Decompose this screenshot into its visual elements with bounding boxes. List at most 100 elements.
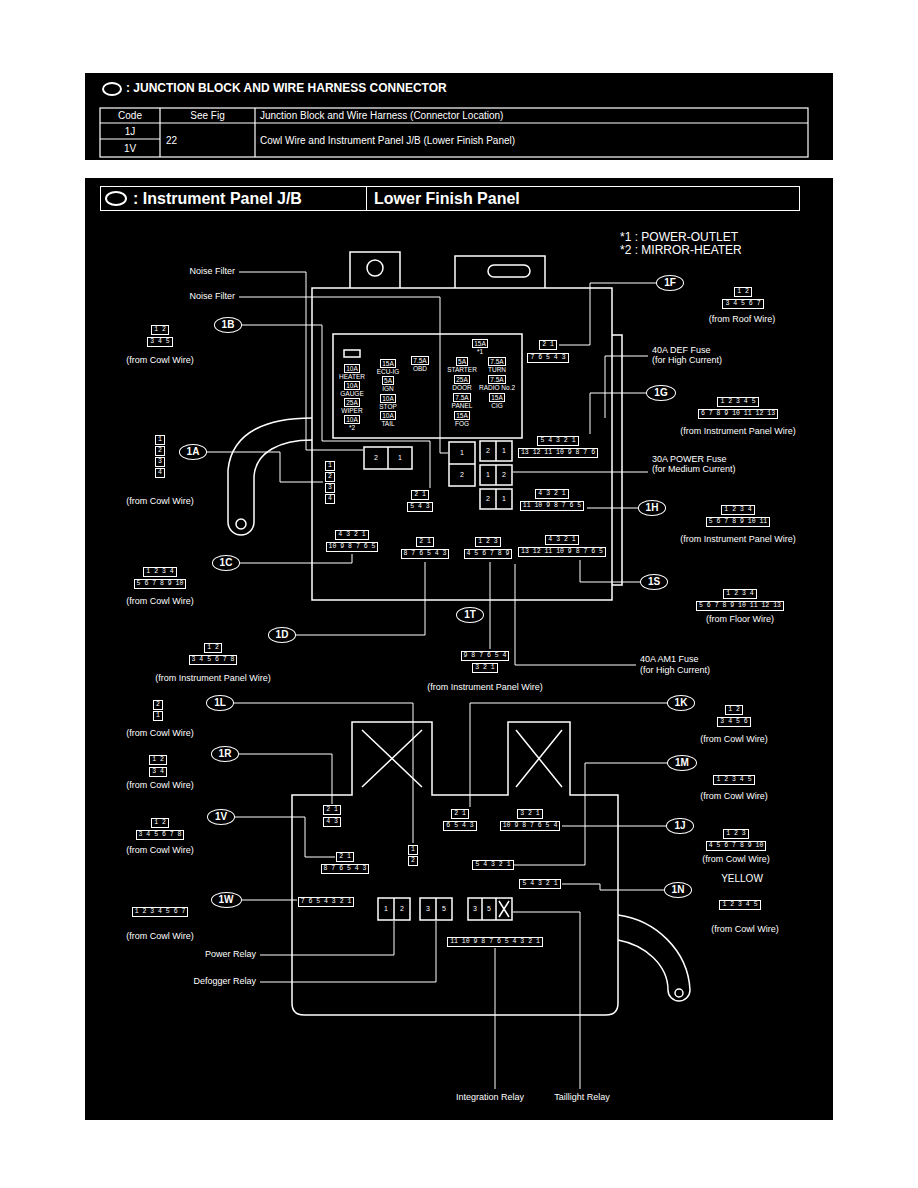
pin-row: 3 [155, 457, 165, 467]
fuse-name: WIPER [341, 407, 362, 414]
pin-row: 7 6 5 4 3 [527, 353, 568, 363]
upper-junction-block [333, 334, 522, 438]
terminal-number: 5 [487, 905, 491, 913]
leader-line [562, 884, 665, 890]
annotation-text: (from Cowl Wire) [126, 846, 194, 856]
pin-row: 4 3 [323, 817, 341, 827]
table-grid [100, 83, 808, 157]
annotation-text: (from Cowl Wire) [126, 781, 194, 791]
fuse-name: TURN [488, 366, 506, 373]
panel-ground [85, 178, 833, 1120]
node-text: 1J [674, 820, 685, 831]
part-name: 40A AM1 Fuse [640, 655, 699, 665]
lower-junction-block [420, 898, 452, 920]
node-text: 1D [276, 629, 289, 640]
fuse-rating: 10A [380, 394, 396, 403]
node-text: 1L [214, 697, 226, 708]
pin-row: 2 1 [539, 340, 557, 350]
node-text: 1M [675, 757, 689, 768]
upper-junction-block [236, 519, 246, 529]
annotation-text: Integration Relay [456, 1093, 524, 1103]
part-name: Power Relay [205, 950, 256, 960]
pin-row: 13 12 11 10 9 8 7 6 5 [518, 547, 606, 557]
pin-row: 4 3 2 1 [545, 535, 578, 545]
pin-row: 4 [155, 468, 165, 478]
pin-row: 5 6 7 8 9 10 [134, 579, 187, 589]
leader-line [513, 472, 648, 473]
fuse-rating: 10A [344, 381, 360, 390]
upper-junction-block [495, 489, 497, 509]
pin-row: 1 2 3 4 5 6 7 [132, 907, 189, 917]
table-cell: 22 [166, 135, 177, 146]
pin-row: 6 5 4 3 [443, 821, 476, 831]
lower-junction-block [393, 898, 395, 920]
pin-row: 4 5 6 7 8 9 10 [706, 841, 767, 851]
lower-junction-block [618, 915, 690, 990]
pin-row: 1 2 3 [723, 829, 749, 839]
lower-junction-block [378, 898, 410, 920]
terminal-number: 5 [442, 905, 446, 913]
table-cell: See Fig [190, 110, 224, 121]
leader-line [295, 562, 425, 635]
pin-row: 4 3 2 1 [535, 489, 568, 499]
part-name: 30A POWER Fuse [652, 455, 727, 465]
pin-row: 3 4 [149, 767, 167, 777]
upper-junction-block [350, 252, 400, 288]
fuse-rating: 5A [382, 376, 394, 385]
table-grid [103, 83, 121, 95]
lower-junction-block [499, 901, 509, 917]
pin-row: 5 6 7 8 9 10 11 12 13 [696, 601, 784, 611]
annotation-text: (from Floor Wire) [706, 615, 774, 625]
leader-line [495, 948, 496, 1089]
annotation-text: (from Cowl Wire) [126, 597, 194, 607]
node-text: 1H [646, 502, 659, 513]
fuse-rating: 10A [344, 415, 360, 424]
leader-line [260, 921, 436, 982]
leader-line [233, 703, 413, 843]
part-name: (for High Current) [640, 666, 710, 676]
pin-row: 10 9 8 7 6 5 [326, 542, 379, 552]
pin-row: 2 1 [416, 537, 434, 547]
pin-row: 2 1 [451, 809, 469, 819]
annotation-text: (from Cowl Wire) [700, 792, 768, 802]
leader-line [206, 272, 669, 1089]
pin-row: 3 [325, 483, 335, 493]
pin-row: 5 4 3 [407, 502, 433, 512]
connector-callout: 1A [179, 444, 208, 460]
terminal-number: 2 [486, 495, 490, 503]
connector-callout: 1H [638, 500, 667, 516]
terminal-number: 2 [400, 905, 404, 913]
title-symbol [106, 192, 126, 205]
note-text: *2 : MIRROR-HEATER [620, 244, 742, 257]
fuse-name: DOOR [452, 384, 472, 391]
pin-row: 1 [155, 435, 165, 445]
pin-row: 1 2 3 4 5 [713, 775, 754, 785]
pin-row: 1 2 [725, 705, 743, 715]
lower-junction-block [495, 898, 497, 920]
table-cell: Junction Block and Wire Harness (Connect… [260, 110, 503, 121]
fuse-rating: 10A [380, 411, 396, 420]
pin-row: 2 [155, 446, 165, 456]
leader-line [590, 393, 648, 434]
leader-line [470, 703, 668, 807]
connector-callout: 1R [211, 746, 240, 762]
pin-row: 11 10 9 8 7 6 5 [520, 501, 585, 511]
pin-row: 3 4 5 6 7 8 [136, 830, 185, 840]
table-grid [159, 108, 160, 157]
fuse-name: FOG [455, 420, 469, 427]
pin-row: 1 [408, 845, 418, 855]
pin-row: 1 2 [204, 643, 222, 653]
fuse-name: HEATER [339, 373, 365, 380]
annotation-text: (from Cowl Wire) [126, 729, 194, 739]
upper-junction-block [228, 252, 622, 600]
pin-row: 1 2 [151, 325, 169, 335]
fuse-name: GAUGE [340, 390, 363, 397]
leader-line [260, 921, 394, 955]
pin-row: 1 [325, 461, 335, 471]
pin-row: 1 2 3 4 [721, 505, 754, 515]
terminal-number: 1 [502, 495, 506, 503]
pin-row: 5 6 7 8 9 10 11 [706, 517, 771, 527]
node-text: 1S [648, 576, 660, 587]
node-text: : Instrument Panel J/B [133, 190, 302, 208]
